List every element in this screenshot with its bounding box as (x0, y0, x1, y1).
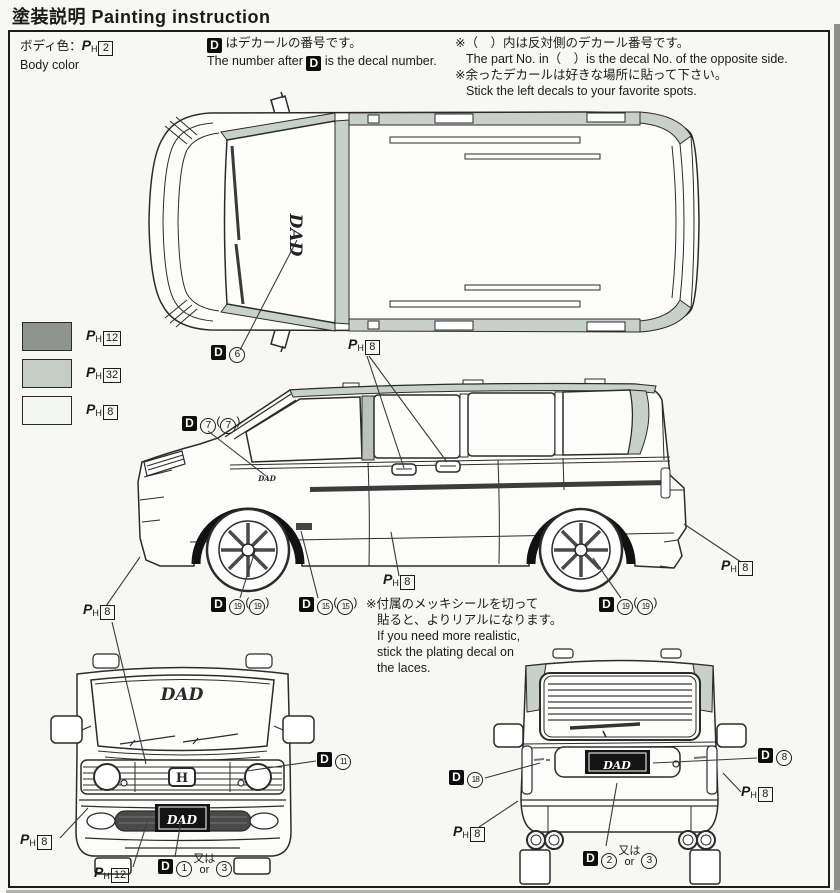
rear-license-plate-logo: DAD (602, 759, 631, 772)
decal-d-icon: D (207, 38, 222, 53)
plating-decal-note: ※付属のメッキシールを切って 貼ると、よりリアルになります。 If you ne… (366, 597, 563, 675)
front-windshield-banner-logo: DAD (160, 685, 204, 705)
decal-label-side-d19-rear-wheel: D 19(19) (599, 595, 657, 615)
van-top-view: DAD (148, 91, 700, 353)
decal-d-icon: D (211, 345, 226, 360)
decal-label-side-d15: D 15(15) (299, 595, 357, 615)
decal-d-icon: D (211, 597, 226, 612)
decal-d-icon: D (583, 851, 598, 866)
color-swatch (22, 322, 72, 351)
decal-number-note: D はデカールの番号です。 The number after D is the … (207, 36, 437, 71)
scan-edge (834, 24, 840, 893)
content-frame (8, 30, 830, 888)
grille-h-emblem: H (176, 771, 188, 786)
opposite-side-note: ※（ ）内は反対側のデカール番号です。 The part No. in（ ）is… (455, 36, 788, 98)
color-swatch (22, 396, 72, 425)
decal-d-icon: D (306, 56, 322, 71)
van-rear-view: DAD (493, 648, 747, 885)
decal-label-rear-d18: D 18 (449, 768, 484, 788)
decal-d-icon: D (158, 859, 173, 874)
decal-label-front-d11: D 11 (317, 750, 352, 770)
windshield-banner-logo: DAD (285, 213, 305, 257)
decal-d-icon: D (317, 752, 332, 767)
scan-edge (6, 890, 840, 893)
decal-label-side-d19-front-wheel: D 19(19) (211, 595, 269, 615)
page-title: 塗装説明 Painting instruction (12, 7, 271, 27)
decal-d-icon: D (182, 416, 197, 431)
front-license-plate-logo: DAD (166, 813, 198, 827)
decal-d-icon: D (299, 597, 314, 612)
decal-label-side-d7: D 7(7) (182, 414, 240, 434)
decal-label-top-d6: D 6 (211, 343, 246, 363)
decal-label-rear-d8: D 8 (758, 746, 793, 766)
color-swatch (22, 359, 72, 388)
van-front-view: DAD H DAD (50, 653, 315, 875)
decal-d-icon: D (599, 597, 614, 612)
decal-d-icon: D (758, 748, 773, 763)
fender-decal-logo: DAD (257, 474, 277, 483)
van-side-view: DAD (137, 378, 687, 593)
decal-d-icon: D (449, 770, 464, 785)
